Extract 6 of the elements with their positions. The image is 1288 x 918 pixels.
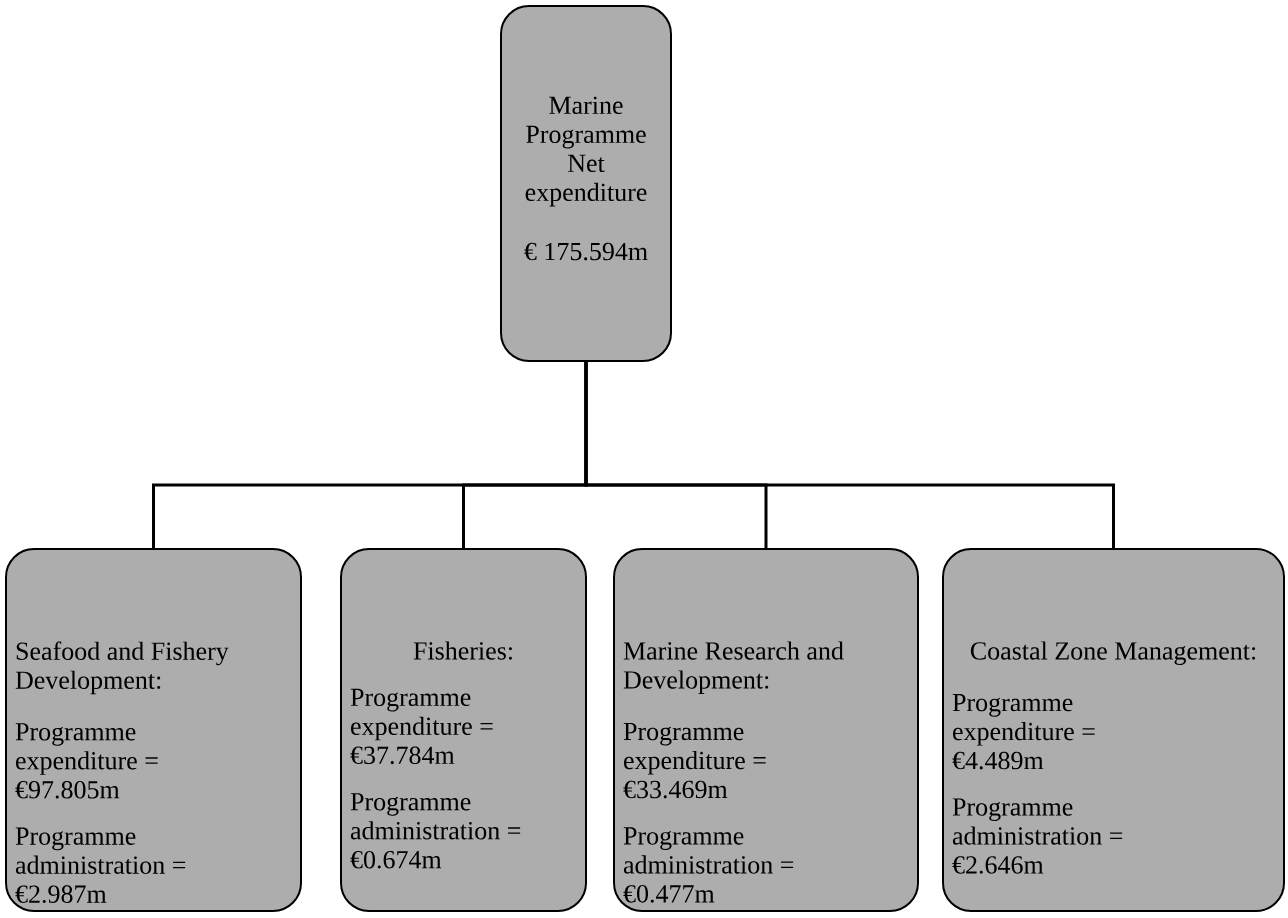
programme-box: Coastal Zone Management: Programme expenditure = €4.489m Programme administration = €2.646m bbox=[942, 548, 1285, 912]
programme-box: Marine Programme Net expenditure € 175.594m bbox=[500, 5, 672, 362]
connector-line bbox=[584, 362, 1115, 548]
programme-box: Fisheries: Programme expenditure = €37.784m Programme administration = €0.674m bbox=[340, 548, 587, 912]
programme-box: Marine Research and Development: Programme expenditure = €33.469m Programme administration = €0.477m bbox=[613, 548, 919, 912]
programme-box: Seafood and Fishery Development: Programme expenditure = €97.805m Programme administration = €2.987m bbox=[5, 548, 302, 912]
